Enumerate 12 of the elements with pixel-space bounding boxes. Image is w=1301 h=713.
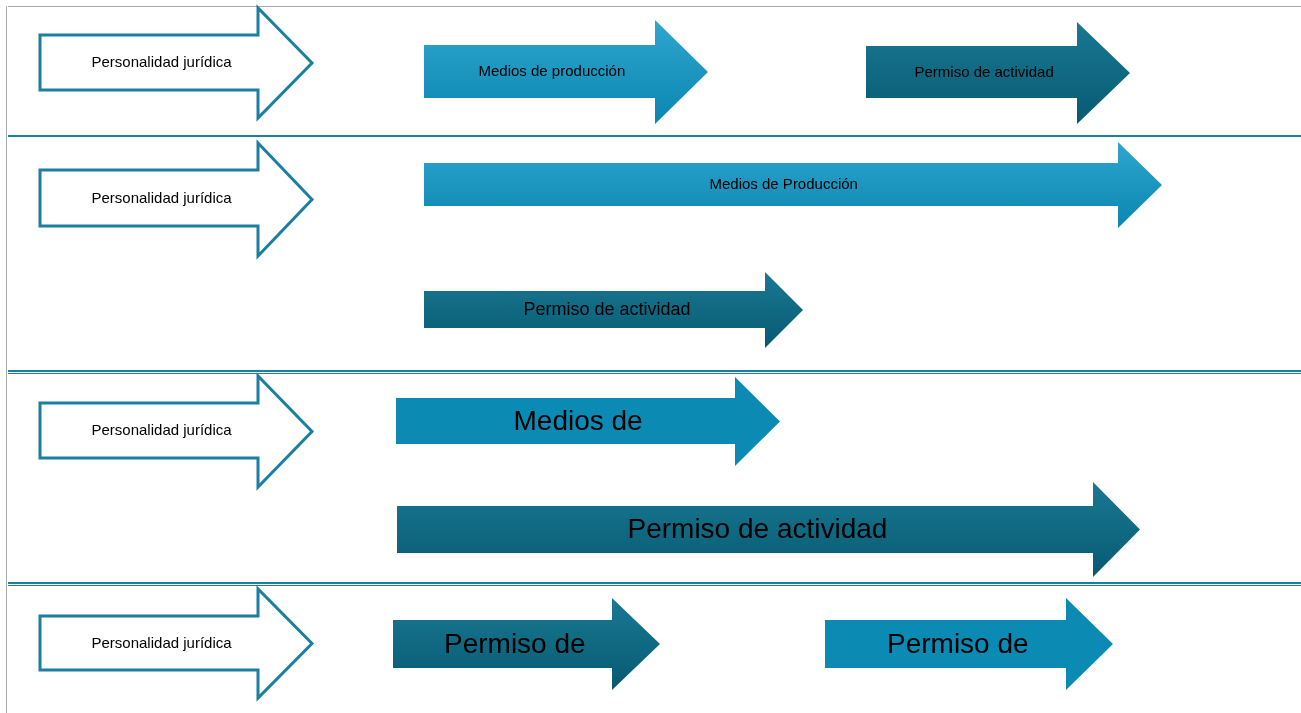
- arrow-label: Medios de producción: [478, 63, 626, 80]
- arrow-label: Personalidad jurídica: [91, 422, 232, 439]
- arrow-label: Personalidad jurídica: [91, 189, 232, 206]
- arrow-label: Permiso de: [444, 628, 586, 660]
- arrow-label: Personalidad jurídica: [91, 634, 232, 651]
- arrow-label: Permiso de: [887, 628, 1029, 660]
- arrow-label: Personalidad jurídica: [91, 54, 232, 71]
- arrow-label: Medios de Producción: [709, 176, 858, 193]
- arrow-label: Permiso de actividad: [914, 63, 1054, 80]
- arrow-label: Medios de: [513, 405, 643, 437]
- arrow-label: Permiso de actividad: [523, 299, 691, 320]
- arrow-label: Permiso de actividad: [627, 514, 888, 545]
